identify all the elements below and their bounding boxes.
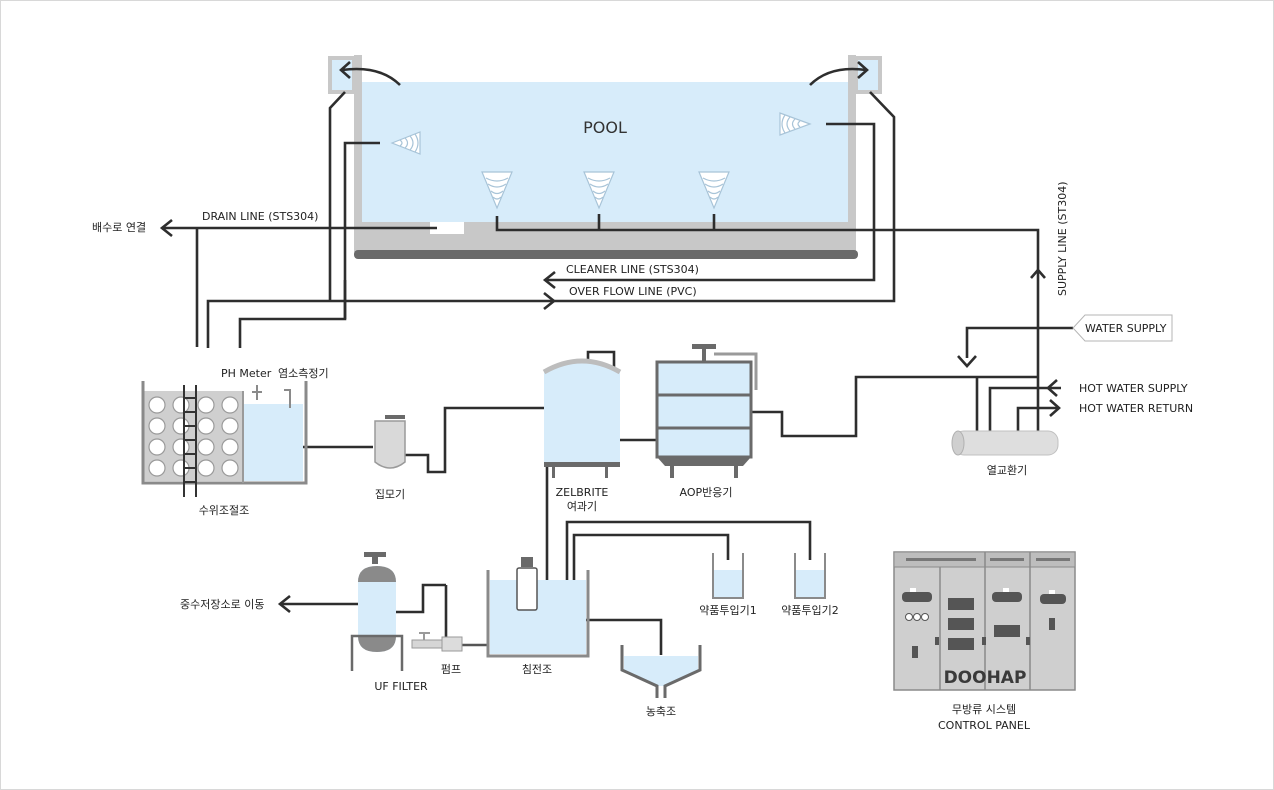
settling-to-concentrator [580,618,663,655]
uf-filter-label: UF FILTER [374,680,428,693]
water-supply-arrowhead [957,355,977,368]
zelbrite-sublabel: 여과기 [567,500,597,513]
left-overflow-arrow [341,67,401,86]
level-tank [141,381,308,497]
cleaner-arrowhead [542,270,556,290]
labels: DRAIN LINE (STS304) 배수로 연결 CLEANER LINE … [92,181,1193,732]
ph-meter-icon [252,385,262,400]
aop-reactor-label: AOP반응기 [680,486,733,499]
settling-tank-label: 침전조 [522,663,552,676]
floor-nozzle-3 [698,171,730,210]
collector [374,415,406,469]
pool-drain-pit [430,234,464,252]
zelbrite-label: ZELBRITE [556,486,609,499]
pool: POOL [328,55,882,259]
pool-floor-right [464,222,848,252]
hot-water-return-label: HOT WATER RETURN [1079,402,1193,415]
pool-right-wall [848,55,856,252]
overflow-line-label: OVER FLOW LINE (PVC) [569,285,697,298]
panel-label-1: 무방류 시스템 [952,703,1016,716]
cleaner-line [545,122,876,282]
water-supply-line [965,326,1073,358]
floor-nozzle-1 [481,171,513,210]
hot-water-return-line [1016,406,1058,433]
aop-reactor [655,344,758,478]
meter-icons [252,385,291,408]
pump-label: 펌프 [441,663,461,676]
drain-line-label: DRAIN LINE (STS304) [202,210,318,223]
panel-brand: DOOHAP [944,668,1027,688]
control-panel: DOOHAP [893,551,1076,691]
to-gray-water-label: 중수저장소로 이동 [180,598,264,611]
concentrator [620,645,702,698]
water-supply-tag [1072,314,1173,342]
supply-line [495,216,1040,433]
concentrator-label: 농축조 [646,705,676,718]
overflow-arrowhead [543,291,557,311]
arrowhead [857,61,869,79]
collector-label: 집모기 [375,488,405,501]
chem-dosing-tanks [712,553,826,599]
chem-1-line [572,533,730,580]
uf-filter [350,552,404,671]
drain-arrowhead [159,218,173,238]
ph-meter-label: PH Meter [221,367,272,380]
pump-to-uf [395,583,446,614]
uf-out-arrowhead [277,594,291,614]
floor-nozzles [481,171,730,210]
pool-floor-left [362,222,430,252]
supply-line-label: SUPPLY LINE (ST304) [1056,181,1069,296]
cleaner-line-label: CLEANER LINE (STS304) [566,263,699,276]
salinity-meter-label: 염소측정기 [278,367,329,380]
heat-exchanger-label: 열교환기 [987,464,1027,477]
water-supply-label: WATER SUPPLY [1085,322,1167,335]
aop-to-hx [740,375,1038,438]
hot-water-supply-line [988,386,1061,433]
hot-water-supply-label: HOT WATER SUPPLY [1079,382,1188,395]
pool-left-wall [354,55,362,252]
overflow-arrows [339,61,869,86]
chem-dosing-1-label: 약품투입기1 [699,603,757,617]
side-nozzle-feed [343,141,380,319]
heat-exchanger [951,430,1059,456]
pump [411,632,463,652]
side-nozzle-right [779,112,812,136]
supply-arrowhead [1030,268,1046,279]
floor-nozzle-2 [583,171,615,210]
overflow-line [206,91,896,348]
side-nozzle-left [390,131,421,155]
settling-tank [486,557,590,658]
chem-2-line [565,520,812,580]
collector-to-zelbrite [400,406,558,474]
pool-title: POOL [583,118,627,137]
left-gutter-drop [328,91,346,301]
salinity-meter-icon [284,389,291,408]
chem-dosing-2-label: 약품투입기2 [781,603,839,617]
right-overflow-arrow [809,67,867,86]
pool-base [354,250,858,259]
hot-water-return-arrowhead [1049,399,1061,417]
hot-water-supply-arrowhead [1046,379,1058,397]
drain-connect-label: 배수로 연결 [92,221,146,234]
panel-label-2: CONTROL PANEL [938,719,1031,732]
zelbrite-filter [542,358,622,478]
arrowhead [339,61,351,79]
level-tank-label: 수위조절조 [199,504,250,517]
pool-water [362,82,848,222]
